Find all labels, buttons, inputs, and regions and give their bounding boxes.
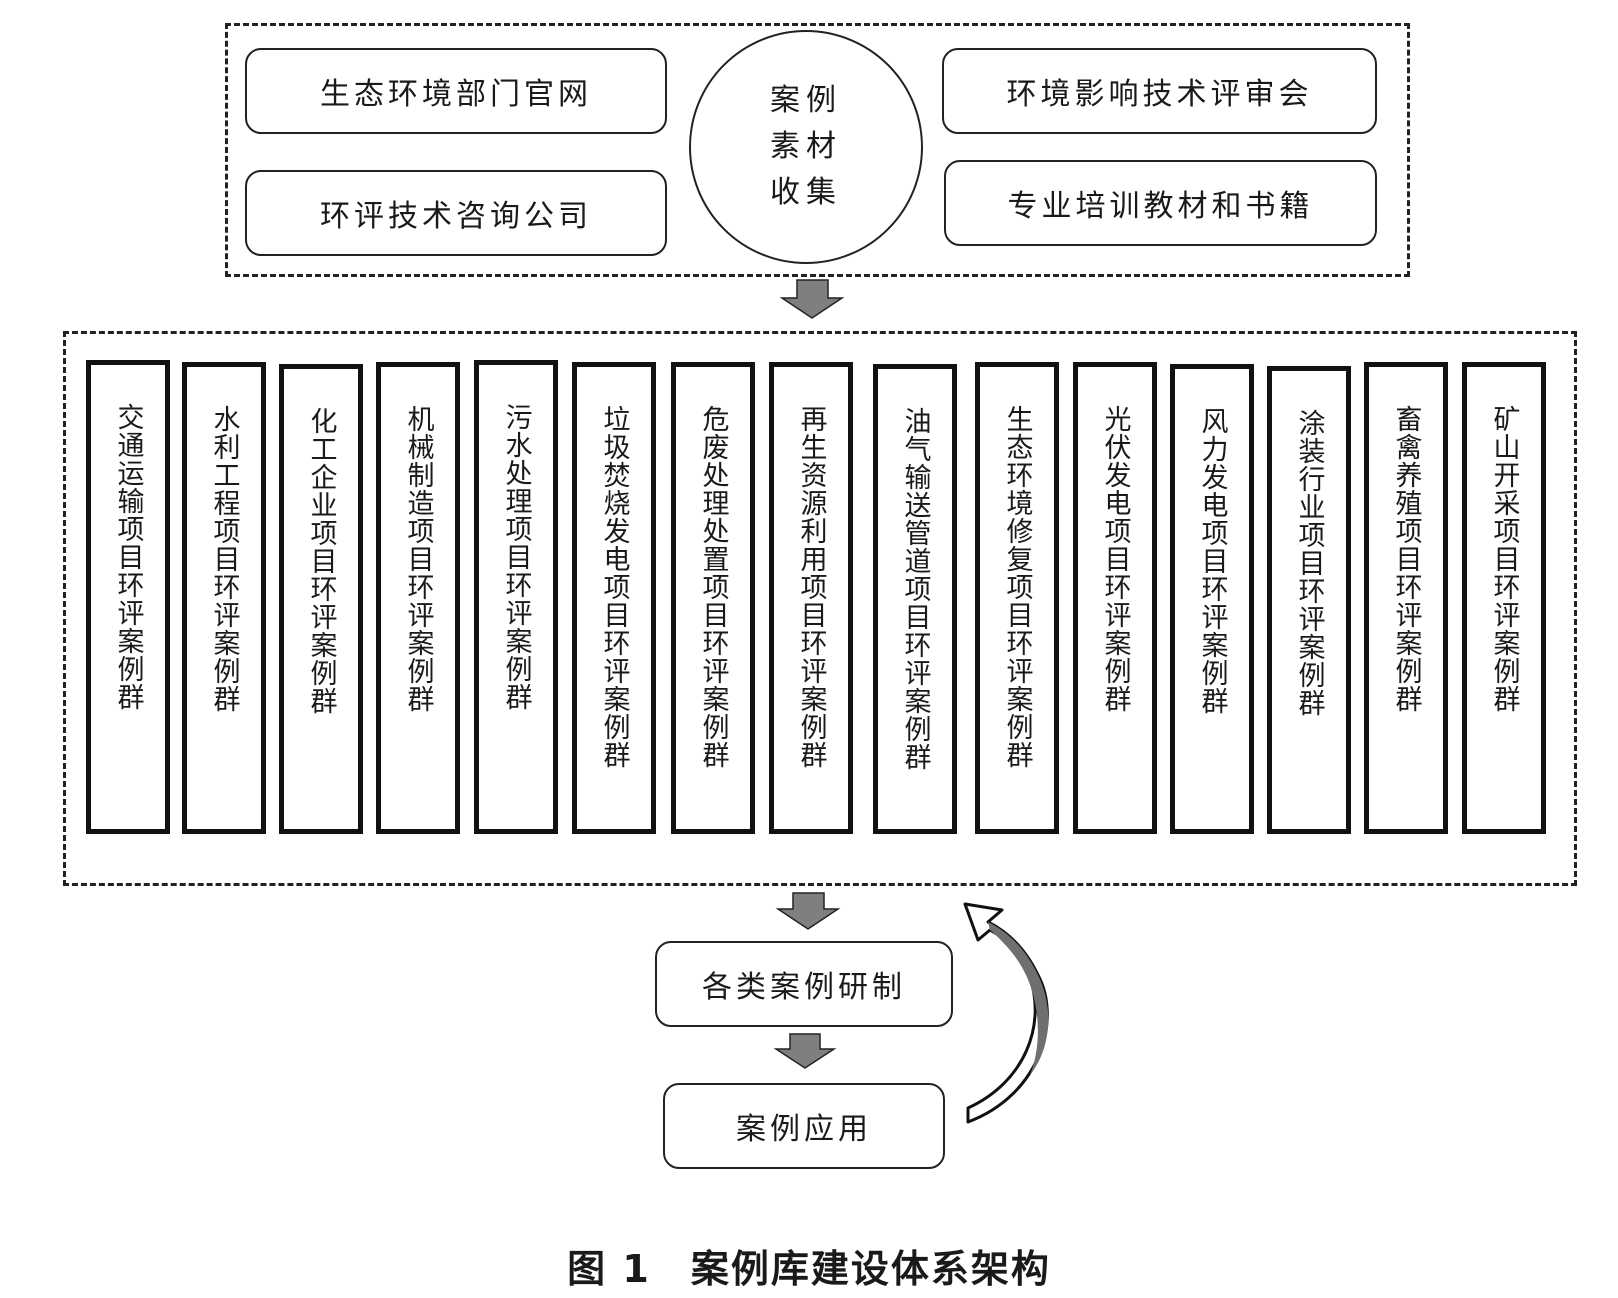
case-group-column: 交通运输项目环评案例群 (86, 360, 170, 834)
case-group-label: 垃圾焚烧发电项目环评案例群 (598, 405, 630, 769)
case-group-label: 生态环境修复项目环评案例群 (1001, 405, 1033, 769)
source-box-eia-consulting: 环评技术咨询公司 (245, 170, 667, 256)
feedback-curved-arrow-shade (988, 922, 1049, 1075)
case-group-label: 污水处理项目环评案例群 (500, 403, 532, 711)
case-group-column: 风力发电项目环评案例群 (1170, 364, 1254, 834)
source-box-eco-dept-website: 生态环境部门官网 (245, 48, 667, 134)
case-group-label: 危废处理处置项目环评案例群 (697, 405, 729, 769)
down-arrow-middle (775, 892, 841, 930)
case-group-label: 光伏发电项目环评案例群 (1099, 405, 1131, 713)
down-arrow-top (779, 279, 845, 319)
case-group-column: 污水处理项目环评案例群 (474, 360, 558, 834)
case-group-label: 油气输送管道项目环评案例群 (899, 407, 931, 771)
case-group-column: 水利工程项目环评案例群 (182, 362, 266, 834)
case-group-label: 矿山开采项目环评案例群 (1488, 405, 1520, 713)
case-group-column: 矿山开采项目环评案例群 (1462, 362, 1546, 834)
case-group-column: 光伏发电项目环评案例群 (1073, 362, 1157, 834)
case-group-label: 畜禽养殖项目环评案例群 (1390, 405, 1422, 713)
case-group-label: 交通运输项目环评案例群 (112, 403, 144, 711)
case-group-column: 生态环境修复项目环评案例群 (975, 362, 1059, 834)
case-group-label: 化工企业项目环评案例群 (305, 407, 337, 715)
source-collection-frame (225, 23, 1410, 277)
case-group-column: 危废处理处置项目环评案例群 (671, 362, 755, 834)
case-groups-frame (63, 331, 1577, 886)
figure-caption: 图 1 案例库建设体系架构 (567, 1247, 1051, 1291)
case-group-label: 风力发电项目环评案例群 (1196, 407, 1228, 715)
case-group-column: 涂装行业项目环评案例群 (1267, 366, 1351, 834)
source-box-review-meeting: 环境影响技术评审会 (942, 48, 1377, 134)
case-group-column: 化工企业项目环评案例群 (279, 364, 363, 834)
source-box-training-books: 专业培训教材和书籍 (944, 160, 1377, 246)
case-group-column: 畜禽养殖项目环评案例群 (1364, 362, 1448, 834)
case-group-label: 机械制造项目环评案例群 (402, 405, 434, 713)
case-group-column: 垃圾焚烧发电项目环评案例群 (572, 362, 656, 834)
case-group-column: 机械制造项目环评案例群 (376, 362, 460, 834)
material-collection-label: 案例素材收集 (770, 83, 842, 210)
case-group-label: 水利工程项目环评案例群 (208, 405, 240, 713)
case-group-column: 再生资源利用项目环评案例群 (769, 362, 853, 834)
case-application-box: 案例应用 (663, 1083, 945, 1169)
down-arrow-bottom (773, 1033, 837, 1069)
case-research-box: 各类案例研制 (655, 941, 953, 1027)
case-group-label: 涂装行业项目环评案例群 (1293, 409, 1325, 717)
case-group-column: 油气输送管道项目环评案例群 (873, 364, 957, 834)
material-collection-circle: 案例素材收集 (689, 30, 923, 264)
case-group-label: 再生资源利用项目环评案例群 (795, 405, 827, 769)
